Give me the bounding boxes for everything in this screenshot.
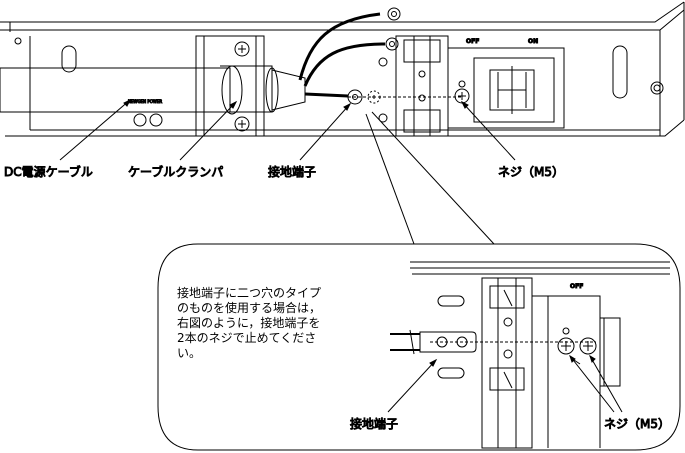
- instruction-note: 接地端子に二つ穴のタイプ のものを使用する場合は， 右図のように，接地端子を 2…: [177, 286, 322, 360]
- dc-power-cable-label: DC電源ケーブル: [4, 164, 93, 179]
- switch-on-label: ON: [528, 38, 538, 45]
- cable-print-text: NEWGEN POWER: [128, 99, 162, 104]
- cable-clamper: [195, 35, 265, 137]
- dc-power-cable: NEWGEN POWER: [0, 7, 401, 115]
- ground-terminal-label-detail: 接地端子: [350, 416, 398, 431]
- detail-callout: OFF: [157, 243, 681, 451]
- switch-off-label: OFF: [466, 38, 479, 45]
- callout-lines: [365, 111, 495, 245]
- ground-terminal-label-top: 接地端子: [268, 164, 316, 179]
- detail-off-label: OFF: [570, 283, 583, 290]
- screw-label-top: ネジ（M5）: [498, 165, 564, 179]
- switch-unit: OFF ON: [447, 38, 565, 129]
- ground-terminal-top: [347, 57, 388, 123]
- cable-clamper-label: ケーブルクランパ: [128, 164, 223, 179]
- screw-label-detail: ネジ（M5）: [604, 417, 670, 431]
- terminal-block: [395, 35, 449, 137]
- leader-lines-top: [59, 98, 516, 161]
